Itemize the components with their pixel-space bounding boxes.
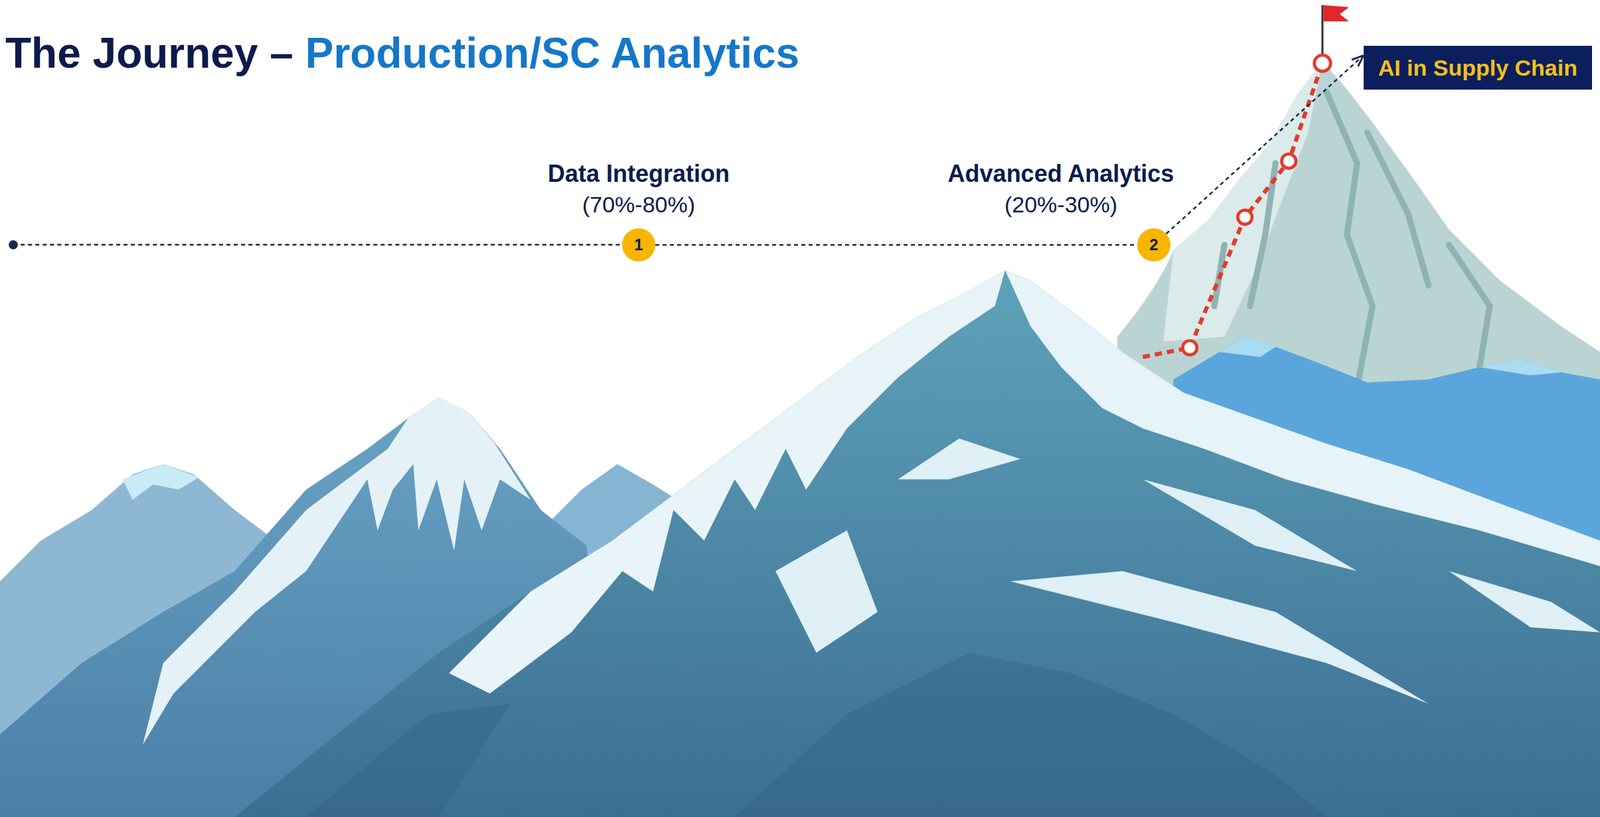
milestone-circle: Advanced Analytics(20%-30%)2 (1137, 228, 1171, 262)
step-number: 2 (1149, 237, 1158, 253)
stage-share: (70%-80%) (543, 189, 734, 220)
blue-hill-caps (1219, 336, 1562, 376)
summit-flag (1323, 5, 1349, 22)
stage-share: (20%-30%) (944, 189, 1179, 220)
milestone-circle: Data Integration(70%-80%)1 (622, 228, 656, 262)
start-dot (8, 240, 18, 250)
milestone-heading: Data Integration(70%-80%) (543, 158, 734, 220)
stage-name: Data Integration (543, 158, 734, 190)
trail-waypoint (1281, 154, 1296, 169)
main-shadow (306, 653, 1327, 817)
stage-name: Advanced Analytics (944, 158, 1179, 190)
diagram-title: The Journey – Production/SC Analytics (5, 29, 800, 79)
main-snow-left (448, 270, 1006, 694)
back-hill-snow (122, 464, 199, 500)
main-mountain (235, 270, 1600, 817)
journey-connector (1166, 55, 1364, 235)
journey-guide-line (13, 244, 621, 246)
trail-waypoint (1182, 340, 1198, 356)
journey-connector (655, 244, 1138, 247)
milestone-heading: Advanced Analytics(20%-30%) (944, 158, 1179, 220)
summit-light-face (1163, 61, 1323, 342)
goal-label: AI in Supply Chain (1378, 54, 1578, 82)
main-snow-right (1005, 270, 1600, 567)
step-number: 1 (634, 237, 643, 253)
main-snow-streaks (775, 438, 1600, 705)
goal-box: AI in Supply Chain (1363, 45, 1593, 90)
trail-waypoint (1237, 210, 1253, 226)
trail-waypoint (1314, 55, 1332, 72)
